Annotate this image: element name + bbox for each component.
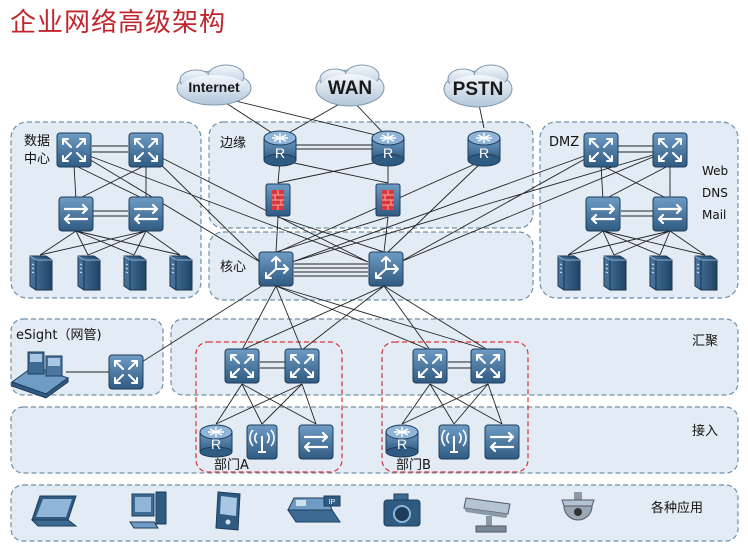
label-core: 核心 bbox=[220, 260, 246, 275]
dept-b-agg-switch-2 bbox=[470, 348, 506, 384]
zone-dept-a bbox=[195, 341, 343, 473]
router-label: R bbox=[383, 145, 393, 161]
esight-switch bbox=[108, 354, 144, 390]
dept-b-agg-switch-1 bbox=[412, 348, 448, 384]
network-links bbox=[39, 95, 706, 425]
camera-icon bbox=[383, 493, 421, 527]
label-dmz-dns: DNS bbox=[702, 186, 728, 200]
dc-access-switch-1 bbox=[57, 195, 95, 233]
page-title: 企业网络高级架构 bbox=[10, 8, 227, 38]
zone-backgrounds bbox=[10, 121, 739, 542]
label-edge: 边缘 bbox=[220, 136, 246, 151]
cloud-wan: WAN bbox=[315, 64, 385, 107]
dmz-access-switch-1 bbox=[584, 195, 622, 233]
dc-core-switch-1 bbox=[56, 132, 92, 168]
cloud-label-wan: WAN bbox=[328, 78, 372, 99]
label-dept-a: 部门A bbox=[214, 458, 249, 473]
label-access: 接入 bbox=[692, 423, 718, 439]
label-dmz: DMZ bbox=[549, 135, 579, 150]
label-data-center-line1: 数据 bbox=[24, 134, 50, 149]
dc-server-2 bbox=[77, 255, 101, 291]
dmz-core-switch-1 bbox=[583, 132, 619, 168]
dept-a-router: R bbox=[199, 424, 233, 458]
surveillance-camera-icon bbox=[463, 497, 511, 533]
cloud-pstn: PSTN bbox=[443, 64, 513, 108]
esight-workstation-icon bbox=[10, 351, 70, 399]
label-esight: eSight（网管) bbox=[16, 328, 102, 343]
dmz-core-switch-2 bbox=[652, 132, 688, 168]
label-dmz-web: Web bbox=[702, 164, 728, 178]
ip-phone-icon: IP bbox=[287, 495, 341, 523]
cloud-internet: Internet bbox=[176, 64, 252, 106]
router-label: R bbox=[397, 436, 407, 452]
cloud-label-internet: Internet bbox=[188, 79, 240, 95]
dc-core-switch-2 bbox=[128, 132, 164, 168]
edge-router-2: R bbox=[371, 130, 405, 167]
zone-applications bbox=[10, 484, 739, 542]
dept-b-ap bbox=[438, 424, 470, 460]
firewall-2 bbox=[375, 183, 401, 217]
router-label: R bbox=[275, 145, 285, 161]
dmz-access-switch-2 bbox=[651, 195, 689, 233]
dept-a-access-switch bbox=[297, 423, 335, 461]
dmz-server-1 bbox=[557, 255, 581, 291]
edge-router-1: R bbox=[263, 130, 297, 167]
dmz-server-4 bbox=[694, 255, 718, 291]
zone-dept-b bbox=[381, 341, 529, 473]
dept-a-agg-switch-1 bbox=[224, 348, 260, 384]
label-applications: 各种应用 bbox=[651, 500, 703, 516]
dept-b-access-switch bbox=[483, 423, 521, 461]
label-dept-b: 部门B bbox=[396, 458, 431, 473]
zone-labels: 数据 中心 边缘 DMZ Web DNS Mail 核心 eSight（网管) … bbox=[16, 134, 728, 516]
zone-access bbox=[10, 406, 739, 474]
desktop-pc-icon bbox=[129, 491, 167, 529]
dept-a-agg-switch-2 bbox=[284, 348, 320, 384]
pstn-router: R bbox=[467, 130, 501, 167]
dc-server-1 bbox=[29, 255, 53, 291]
firewall-1 bbox=[265, 183, 291, 217]
label-dmz-mail: Mail bbox=[702, 208, 726, 222]
dept-a-ap bbox=[246, 424, 278, 460]
dc-server-3 bbox=[123, 255, 147, 291]
laptop-icon bbox=[30, 495, 78, 527]
router-label: R bbox=[211, 436, 221, 452]
pda-icon bbox=[215, 491, 241, 531]
core-switch-2 bbox=[368, 251, 404, 287]
dmz-server-3 bbox=[649, 255, 673, 291]
dmz-server-2 bbox=[603, 255, 627, 291]
dome-camera-icon bbox=[561, 492, 595, 521]
label-data-center-line2: 中心 bbox=[24, 152, 50, 167]
dc-access-switch-2 bbox=[127, 195, 165, 233]
router-label: R bbox=[479, 145, 489, 161]
core-switch-1 bbox=[258, 251, 294, 287]
svg-text:IP: IP bbox=[329, 499, 336, 506]
dept-b-router: R bbox=[385, 424, 419, 458]
label-aggregation: 汇聚 bbox=[692, 334, 718, 349]
cloud-label-pstn: PSTN bbox=[453, 79, 504, 100]
dc-server-4 bbox=[169, 255, 193, 291]
